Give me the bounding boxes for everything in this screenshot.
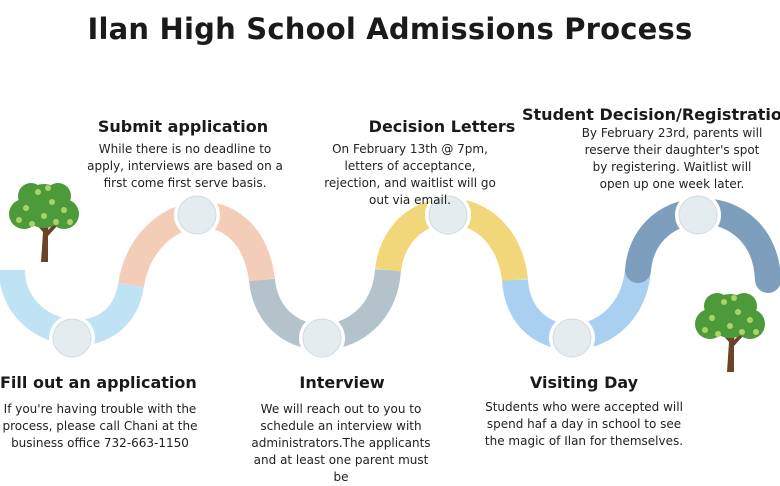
tree-icon-left <box>9 183 79 262</box>
step-5-title: Visiting Day <box>529 373 639 392</box>
step-node-1 <box>49 315 95 361</box>
step-1-title: Fill out an application <box>0 373 197 392</box>
step-4-text: On February 13th @ 7pm, letters of accep… <box>324 142 496 207</box>
step-6-text: By February 23rd, parents will reserve t… <box>581 126 763 191</box>
step-3-title: Interview <box>299 373 385 392</box>
step-1-text: If you're having trouble with the proces… <box>2 402 198 450</box>
step-node-6 <box>675 192 721 238</box>
step-node-4 <box>425 192 471 238</box>
step-4-title: Decision Letters <box>368 117 516 136</box>
step-node-3 <box>299 315 345 361</box>
step-2-title: Submit application <box>97 117 269 136</box>
process-wave <box>0 192 780 361</box>
step-3-text: We will reach out to you to schedule an … <box>251 402 431 484</box>
step-5-text: Students who were accepted will spend ha… <box>484 400 684 448</box>
page-title: Ilan High School Admissions Process <box>87 12 693 46</box>
step-node-2 <box>174 192 220 238</box>
step-node-5 <box>549 315 595 361</box>
step-2-text: While there is no deadline to apply, int… <box>87 142 283 190</box>
step-6-title: Student Decision/Registration <box>522 105 780 124</box>
tree-icon-right <box>695 293 765 372</box>
